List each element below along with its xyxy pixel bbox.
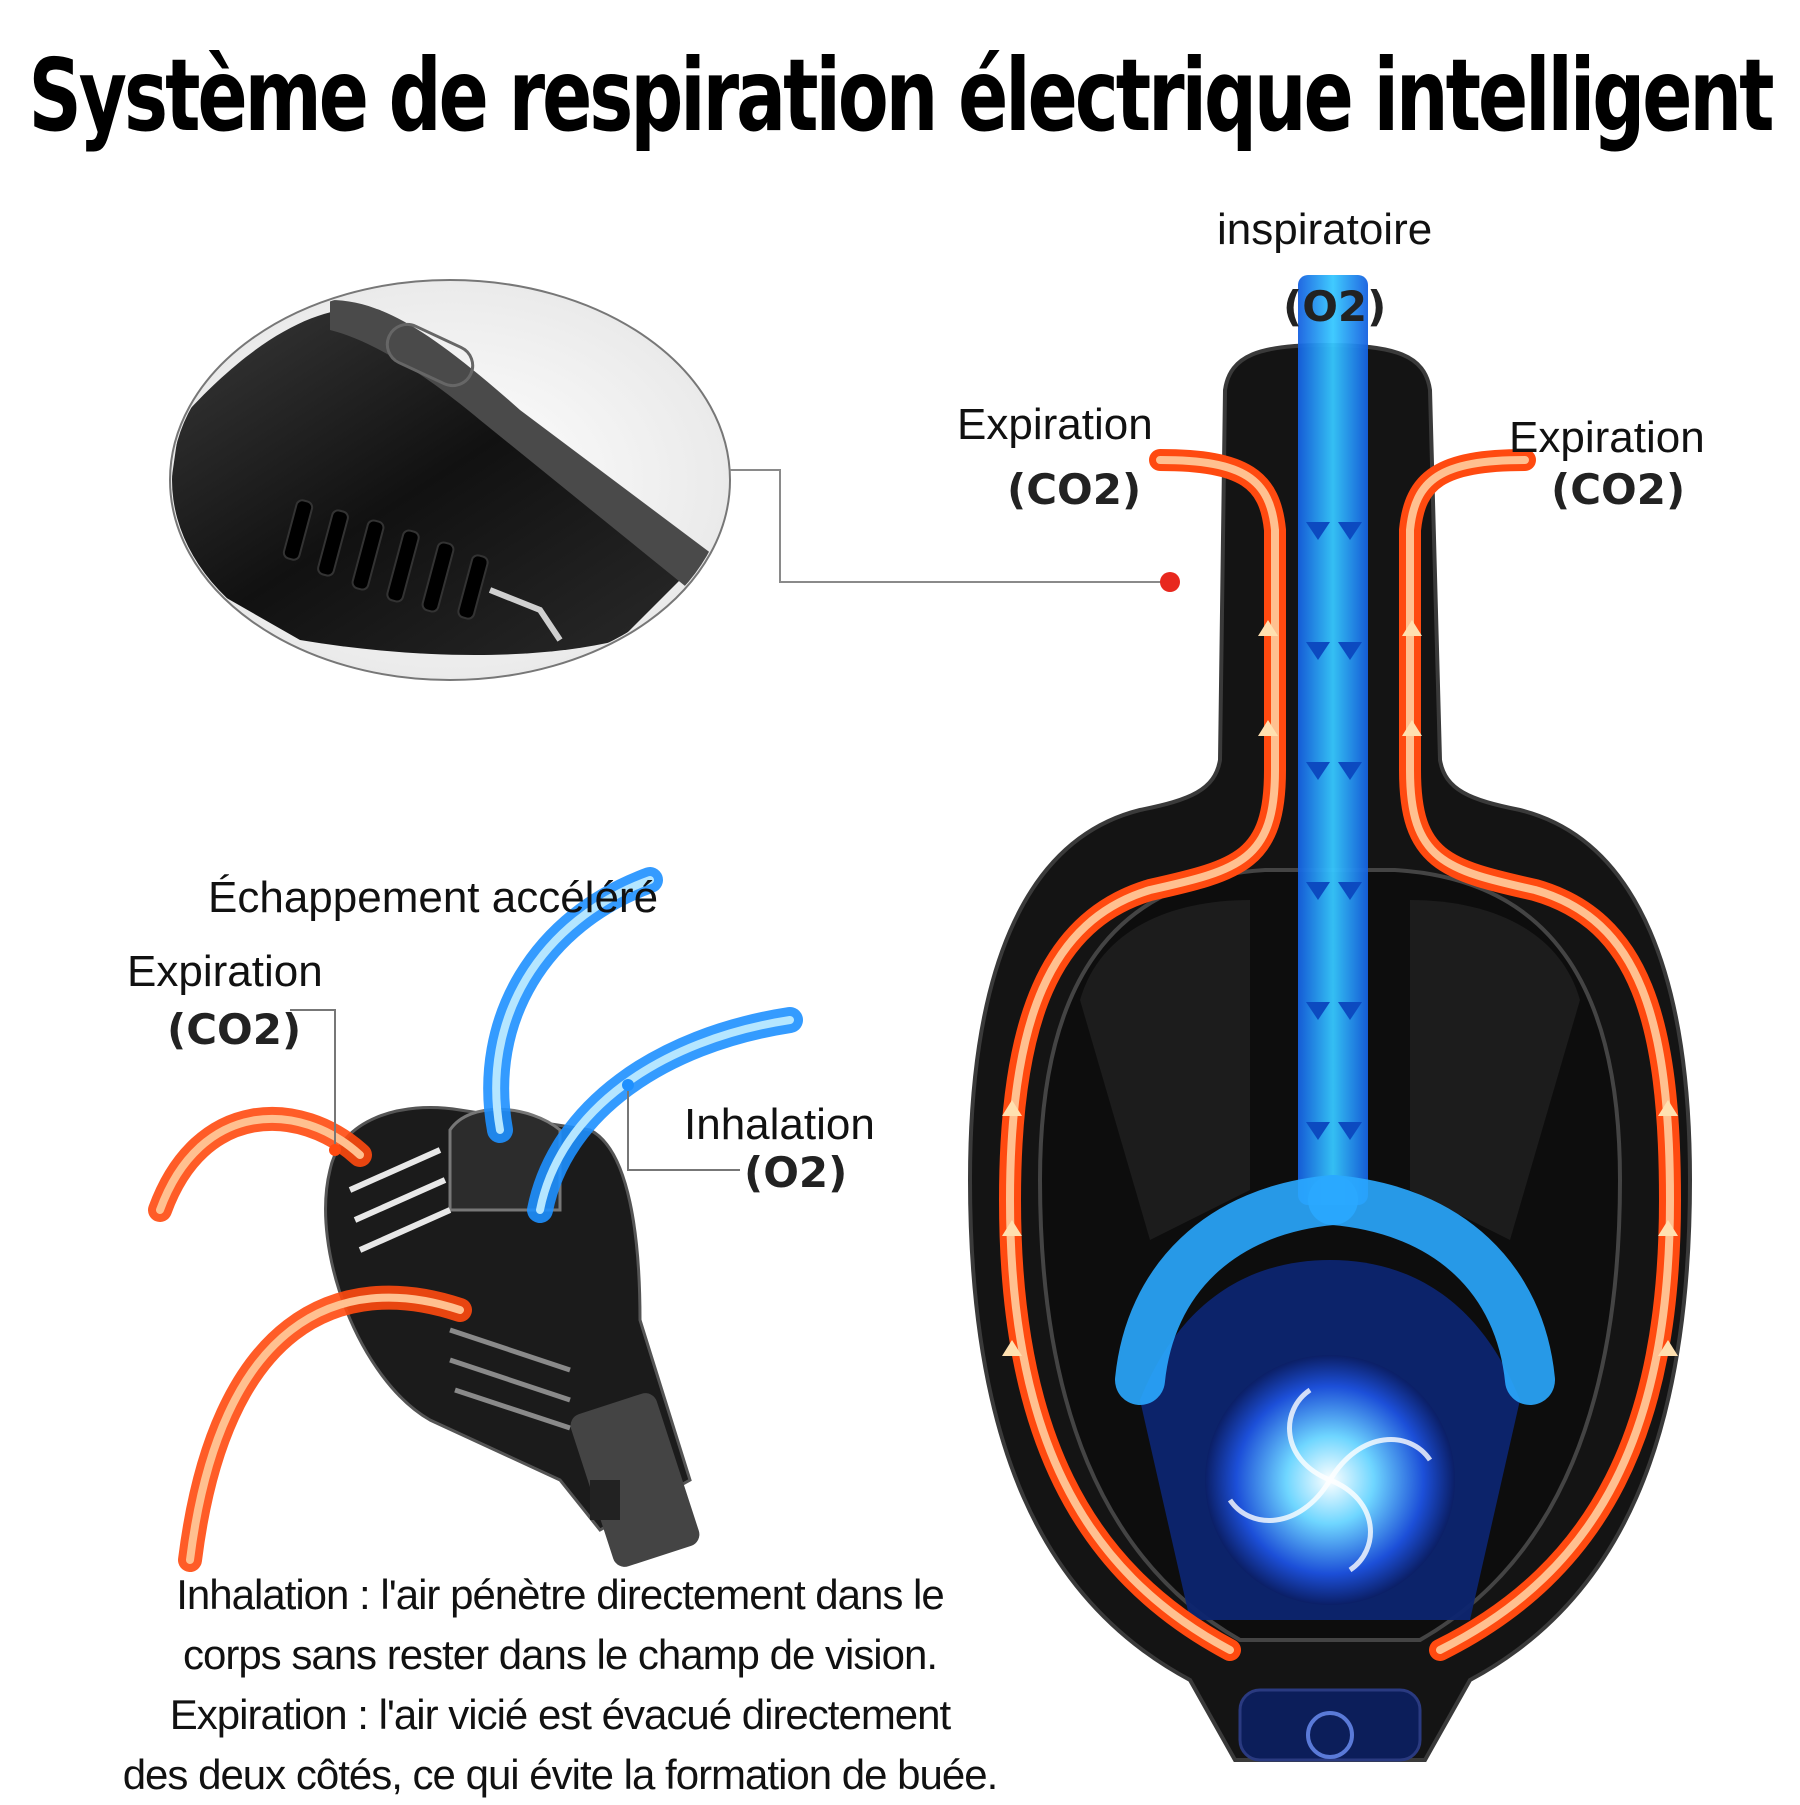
mask-inlet-label: inspiratoire	[1217, 205, 1433, 254]
full-face-mask	[967, 275, 1693, 1762]
mask-left-exhale-label: Expiration	[957, 400, 1153, 449]
valve-exhale-label: Expiration	[127, 947, 323, 996]
caption-line-3: Expiration : l'air vicié est évacué dire…	[169, 1691, 951, 1738]
caption-line-1: Inhalation : l'air pénètre directement d…	[176, 1571, 945, 1618]
mask-right-exhale-gas: (CO2)	[1551, 465, 1686, 514]
page-title: Système de respiration électrique intell…	[28, 38, 1774, 155]
pointer-dot	[1160, 572, 1180, 592]
valve-exhaust-label: Échappement accéléré	[208, 873, 659, 922]
description-caption: Inhalation : l'air pénètre directement d…	[30, 1565, 1090, 1805]
mask-right-exhale-label: Expiration	[1509, 413, 1705, 462]
zoom-detail-lens	[169, 279, 1180, 681]
caption-line-2: corps sans rester dans le champ de visio…	[182, 1631, 938, 1678]
valve-inhale-gas: (O2)	[744, 1148, 848, 1197]
valve-exhale-gas: (CO2)	[167, 1005, 302, 1054]
mask-inlet-gas: (O2)	[1283, 282, 1387, 331]
snorkel-valve	[148, 867, 803, 1572]
mask-left-exhale-gas: (CO2)	[1007, 465, 1142, 514]
valve-inhale-label: Inhalation	[684, 1100, 875, 1149]
caption-line-4: des deux côtés, ce qui évite la formatio…	[122, 1751, 999, 1798]
